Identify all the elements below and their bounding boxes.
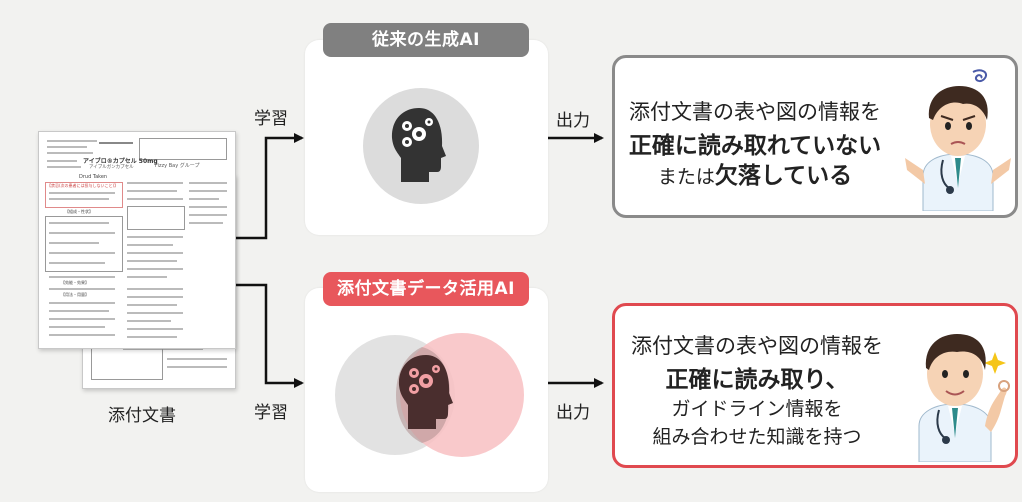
doc-brand: Fizzy Bay グループ bbox=[155, 163, 200, 169]
traditional-result-line3: または欠落している bbox=[657, 163, 853, 189]
proposed-result-line4: 組み合わせた知識を持つ bbox=[652, 426, 862, 448]
doc-header: Drud Taken bbox=[79, 174, 108, 180]
learn-label-top: 学習 bbox=[254, 109, 288, 129]
doc-section-indication: 【効能・効果】 bbox=[61, 280, 89, 285]
proposed-ai-title: 添付文書データ活用AI bbox=[323, 272, 529, 306]
proposed-result-line3: ガイドライン情報を bbox=[671, 398, 843, 420]
traditional-result-box: 添付文書の表や図の情報を 正確に読み取れていない または欠落している bbox=[612, 55, 1018, 218]
doc-section-dosage: 【用法・用量】 bbox=[61, 292, 89, 297]
doc-drug-subtitle: アイブルガンカプセル bbox=[89, 165, 134, 170]
traditional-result-line1: 添付文書の表や図の情報を bbox=[629, 100, 881, 124]
head-gears-overlap-icon bbox=[335, 333, 524, 457]
confused-doctor-icon bbox=[905, 69, 1011, 211]
output-label-top: 出力 bbox=[556, 111, 590, 131]
confident-doctor-icon bbox=[918, 334, 1010, 462]
doc-section-contraindication: 【禁忌(次の患者には投与しないこと)】 bbox=[47, 183, 119, 188]
doc-drug-title: アイブロ®カプセル 50mg bbox=[83, 158, 158, 165]
doc-section-composition: 【組成・性状】 bbox=[65, 209, 93, 214]
document-caption: 添付文書 bbox=[108, 406, 176, 426]
proposed-result-box: 添付文書の表や図の情報を 正確に読み取り、 ガイドライン情報を 組み合わせた知識… bbox=[612, 303, 1018, 468]
package-insert-front: アイブロ®カプセル 50mg アイブルガンカプセル Fizzy Bay グループ… bbox=[38, 131, 236, 349]
learn-label-bottom: 学習 bbox=[254, 403, 288, 423]
traditional-ai-title: 従来の生成AI bbox=[323, 23, 529, 57]
proposed-result-line2: 正確に読み取り、 bbox=[665, 367, 849, 393]
head-gears-icon bbox=[363, 88, 479, 204]
proposed-result-line1: 添付文書の表や図の情報を bbox=[631, 334, 883, 358]
arrow-learn-top bbox=[234, 133, 304, 240]
output-label-bottom: 出力 bbox=[556, 403, 590, 423]
traditional-result-line2: 正確に読み取れていない bbox=[628, 133, 882, 159]
arrow-learn-bottom bbox=[234, 283, 304, 388]
